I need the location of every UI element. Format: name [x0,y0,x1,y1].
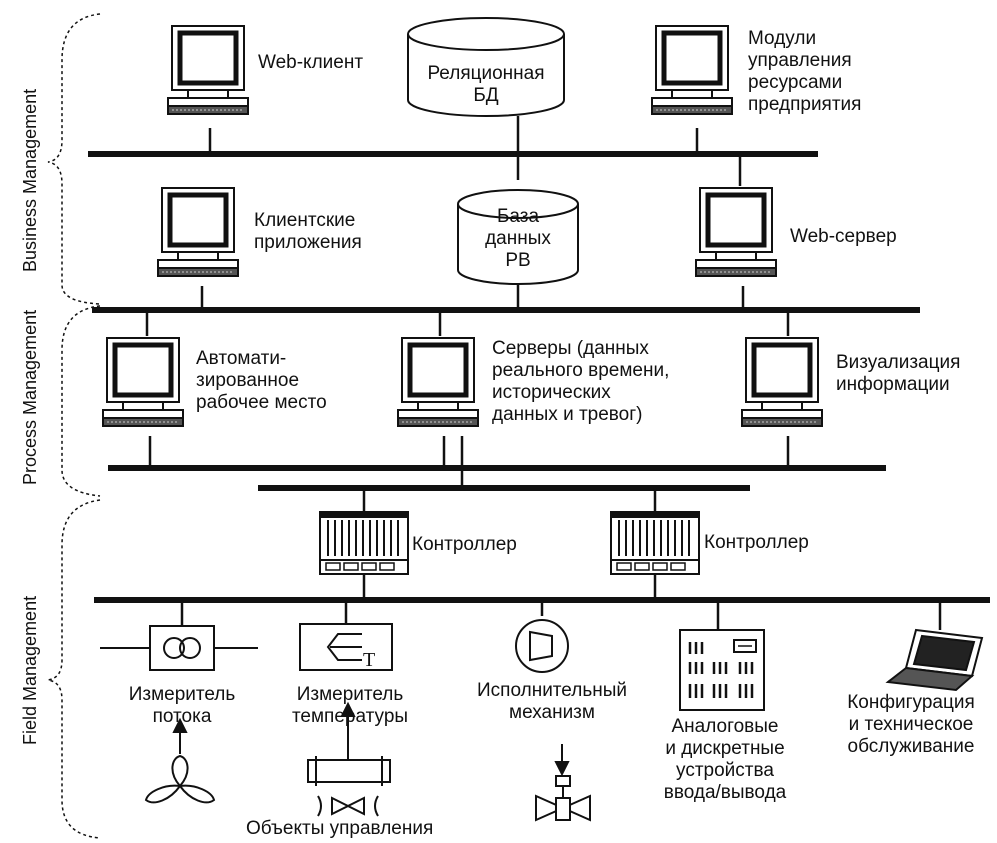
label-controller-1: Контроллер [412,534,517,555]
controller-icon [610,511,700,575]
connectors [145,116,942,630]
zone-process: Process Management [20,309,40,485]
database-icon [407,17,565,117]
arrows [172,701,570,777]
label-control-objects: Объекты управления [246,818,434,839]
valve-icon [535,775,591,822]
database-icon [457,189,579,285]
zone-business: Business Management [20,88,40,272]
temp-symbol: T [363,649,375,671]
zone-brackets [47,13,101,839]
controller-icon [319,511,409,575]
computer-icon [103,338,183,426]
computer-icon [158,188,238,276]
pipe-icon [307,756,391,817]
io-rack-icon [679,629,765,711]
computer-icon [168,26,248,114]
laptop-icon [885,628,984,692]
computer-icon [652,26,732,114]
computer-icon [742,338,822,426]
computer-icon [398,338,478,426]
label-web-client: Web-клиент [258,52,364,73]
label-controller-2: Контроллер [704,532,809,553]
label-web-server: Web-сервер [790,226,897,247]
thermometer-icon [299,623,393,671]
actuator-icon [515,619,569,673]
zone-field: Field Management [20,595,40,745]
computer-icon [696,188,776,276]
fan-icon [144,754,216,804]
flow-meter-icon [100,625,258,671]
